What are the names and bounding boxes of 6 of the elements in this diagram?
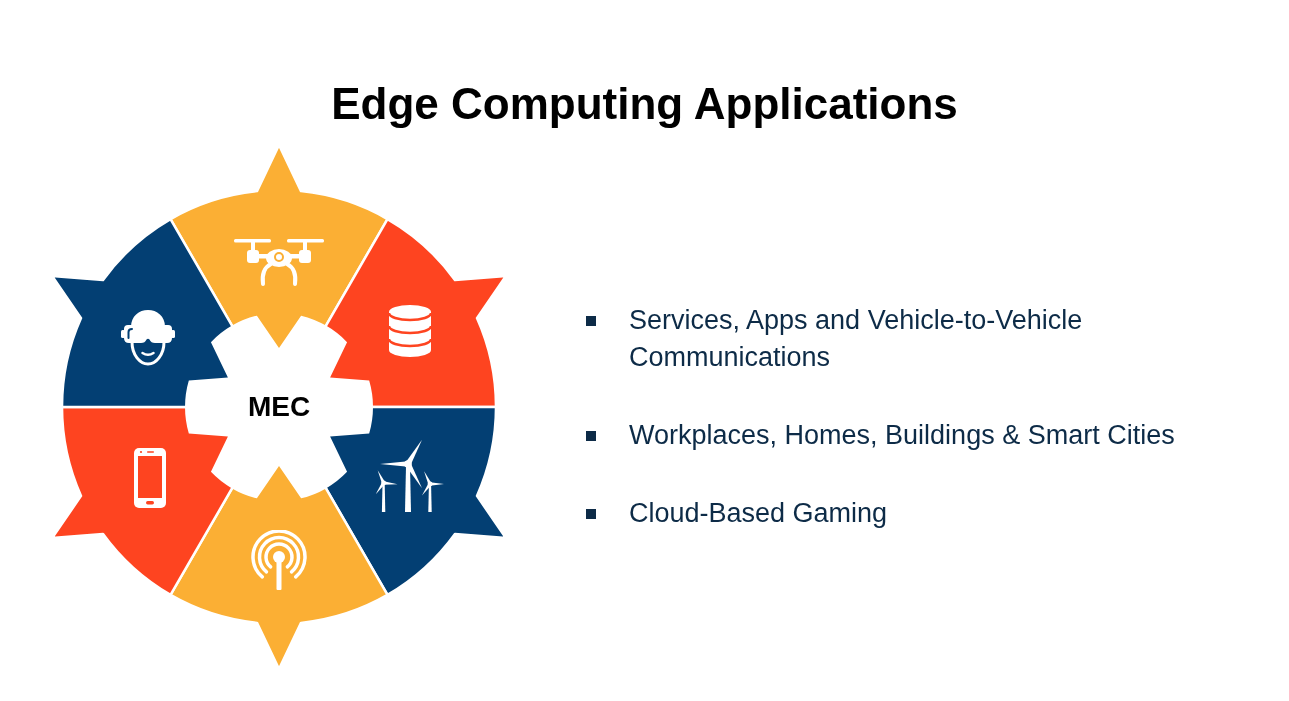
- list-item-text: Services, Apps and Vehicle-to-Vehicle Communications: [629, 304, 1084, 374]
- list-item-text: Workplaces, Homes, Buildings & Smart Cities: [629, 419, 1176, 452]
- hub-label: MEC: [247, 391, 311, 423]
- diagram-title: Edge Computing Applications: [330, 78, 959, 130]
- hub-shape: [185, 313, 373, 501]
- list-item-text: Cloud-Based Gaming: [629, 497, 889, 530]
